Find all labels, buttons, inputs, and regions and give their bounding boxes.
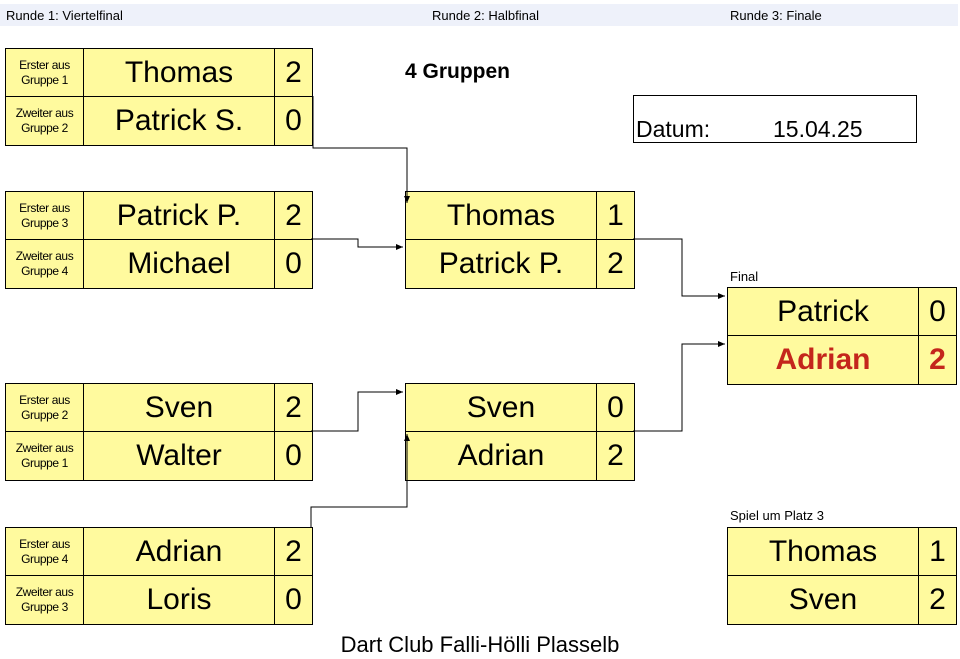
player-name: Adrian [84, 528, 275, 575]
player-score: 0 [285, 104, 302, 137]
match-row: Thomas 1 [728, 528, 956, 576]
match-row: Patrick 0 [728, 288, 956, 336]
bracket-title: 4 Gruppen [405, 60, 511, 83]
match-row: Zweiter aus Gruppe 3 Loris 0 [6, 576, 312, 624]
quarterfinal-match-1: Erster aus Gruppe 1 Thomas 2 Zweiter aus… [5, 48, 313, 146]
match-row: Adrian 2 [406, 432, 634, 480]
semifinal-match-1: Thomas 1 Patrick P. 2 [405, 191, 635, 289]
date-label: Datum: [636, 116, 711, 142]
player-name: Loris [84, 576, 275, 624]
match-row: Zweiter aus Gruppe 2 Patrick S. 0 [6, 97, 312, 145]
semifinal-match-2: Sven 0 Adrian 2 [405, 383, 635, 481]
seed-label: Erster aus Gruppe 3 [6, 192, 84, 239]
player-name: Michael [84, 240, 275, 288]
round-2-heading: Runde 2: Halbfinal [432, 8, 539, 23]
champion-name: Adrian [728, 336, 919, 384]
date-box: Datum: 15.04.25 [633, 95, 917, 143]
player-score: 2 [285, 55, 302, 89]
match-row: Erster aus Gruppe 3 Patrick P. 2 [6, 192, 312, 240]
champion-score: 2 [929, 343, 946, 376]
seed-label: Erster aus Gruppe 2 [6, 384, 84, 431]
connector-line [633, 238, 725, 299]
player-name: Sven [84, 384, 275, 431]
player-score: 1 [929, 534, 946, 568]
seed-label: Zweiter aus Gruppe 4 [6, 240, 84, 288]
match-row: Sven 2 [728, 576, 956, 624]
player-name: Walter [84, 432, 275, 480]
player-name: Patrick [728, 288, 919, 335]
player-name: Thomas [84, 49, 275, 96]
player-score: 1 [607, 198, 624, 232]
player-score: 2 [607, 439, 624, 472]
round-header-bar: Runde 1: Viertelfinal Runde 2: Halbfinal… [0, 4, 958, 26]
match-row: Zweiter aus Gruppe 4 Michael 0 [6, 240, 312, 288]
match-row: Adrian 2 [728, 336, 956, 384]
seed-label: Erster aus Gruppe 4 [6, 528, 84, 575]
player-score: 2 [285, 390, 302, 424]
quarterfinal-match-2: Erster aus Gruppe 3 Patrick P. 2 Zweiter… [5, 191, 313, 289]
match-row: Erster aus Gruppe 4 Adrian 2 [6, 528, 312, 576]
player-name: Thomas [406, 192, 597, 239]
final-label: Final [730, 269, 759, 284]
final-match: Patrick 0 Adrian 2 [727, 287, 957, 385]
player-name: Sven [728, 576, 919, 624]
player-score: 0 [929, 294, 946, 328]
seed-label: Erster aus Gruppe 1 [6, 49, 84, 96]
match-row: Zweiter aus Gruppe 1 Walter 0 [6, 432, 312, 480]
player-score: 0 [285, 247, 302, 280]
player-score: 2 [285, 534, 302, 568]
match-row: Sven 0 [406, 384, 634, 432]
player-score: 0 [285, 439, 302, 472]
player-name: Patrick S. [84, 97, 275, 145]
player-score: 2 [929, 583, 946, 616]
match-row: Patrick P. 2 [406, 240, 634, 288]
round-3-heading: Runde 3: Finale [730, 8, 822, 23]
connector-line [312, 96, 410, 203]
player-name: Thomas [728, 528, 919, 575]
seed-label: Zweiter aus Gruppe 1 [6, 432, 84, 480]
player-name: Patrick P. [406, 240, 597, 288]
connector-line [311, 238, 403, 250]
player-name: Sven [406, 384, 597, 431]
seed-label: Zweiter aus Gruppe 3 [6, 576, 84, 624]
player-score: 0 [607, 390, 624, 424]
quarterfinal-match-3: Erster aus Gruppe 2 Sven 2 Zweiter aus G… [5, 383, 313, 481]
match-row: Erster aus Gruppe 1 Thomas 2 [6, 49, 312, 97]
connector-line [310, 434, 410, 527]
connector-line [311, 389, 403, 432]
date-value: 15.04.25 [773, 116, 863, 142]
club-footer: Dart Club Falli-Hölli Plasselb [340, 632, 620, 657]
third-place-match: Thomas 1 Sven 2 [727, 527, 957, 625]
player-name: Adrian [406, 432, 597, 480]
connector-line [633, 341, 725, 432]
match-row: Thomas 1 [406, 192, 634, 240]
player-score: 2 [285, 198, 302, 232]
round-1-heading: Runde 1: Viertelfinal [6, 8, 123, 23]
quarterfinal-match-4: Erster aus Gruppe 4 Adrian 2 Zweiter aus… [5, 527, 313, 625]
player-score: 0 [285, 583, 302, 616]
seed-label: Zweiter aus Gruppe 2 [6, 97, 84, 145]
match-row: Erster aus Gruppe 2 Sven 2 [6, 384, 312, 432]
third-place-label: Spiel um Platz 3 [730, 508, 824, 523]
player-name: Patrick P. [84, 192, 275, 239]
player-score: 2 [607, 247, 624, 280]
